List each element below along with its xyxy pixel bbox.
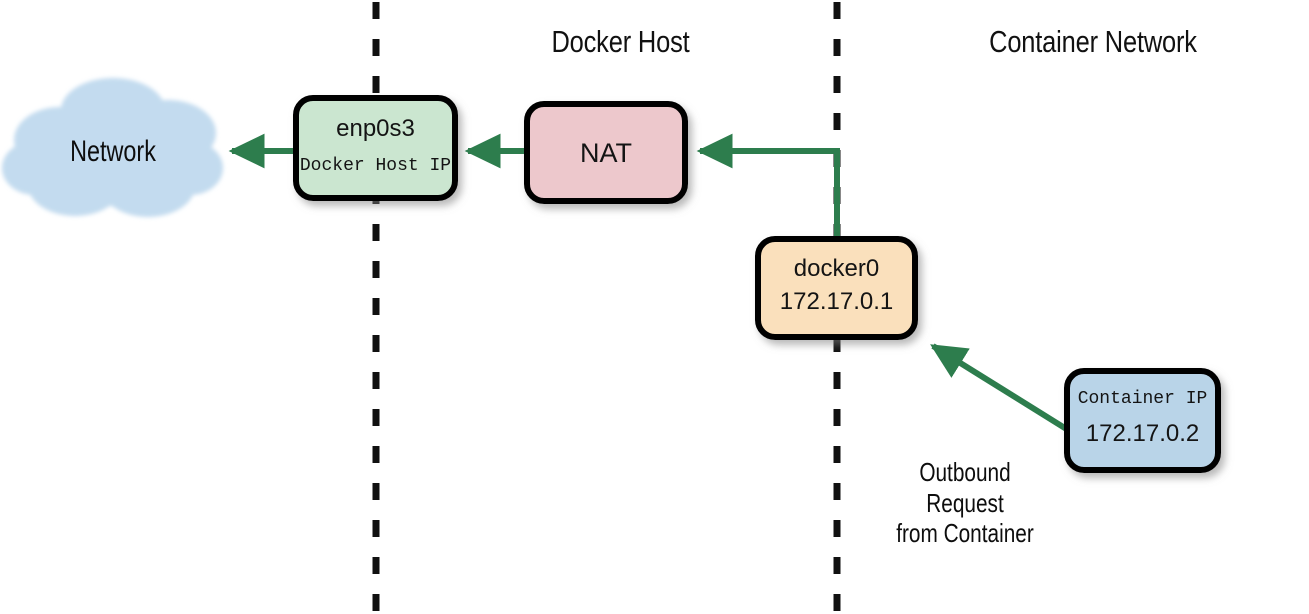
network-cloud-shape — [2, 78, 223, 217]
node-nat-shape[interactable] — [524, 101, 688, 204]
edge-container-to-docker0 — [930, 343, 1070, 433]
zone-title-docker-host: Docker Host — [551, 24, 690, 59]
annotation-line-2: Request — [926, 487, 1004, 518]
node-enp0s3-shape[interactable] — [293, 95, 458, 201]
annotation-outbound-request: Outbound Request from Container — [881, 457, 1049, 549]
network-cloud-label: Network — [70, 135, 156, 168]
node-docker0-shape[interactable] — [755, 236, 918, 340]
annotation-line-3: from Container — [896, 518, 1034, 549]
annotation-line-1: Outbound — [919, 457, 1011, 487]
edge-docker0-to-nat — [696, 133, 840, 238]
zone-title-container-network: Container Network — [989, 24, 1197, 59]
node-container-shape[interactable] — [1064, 368, 1221, 473]
